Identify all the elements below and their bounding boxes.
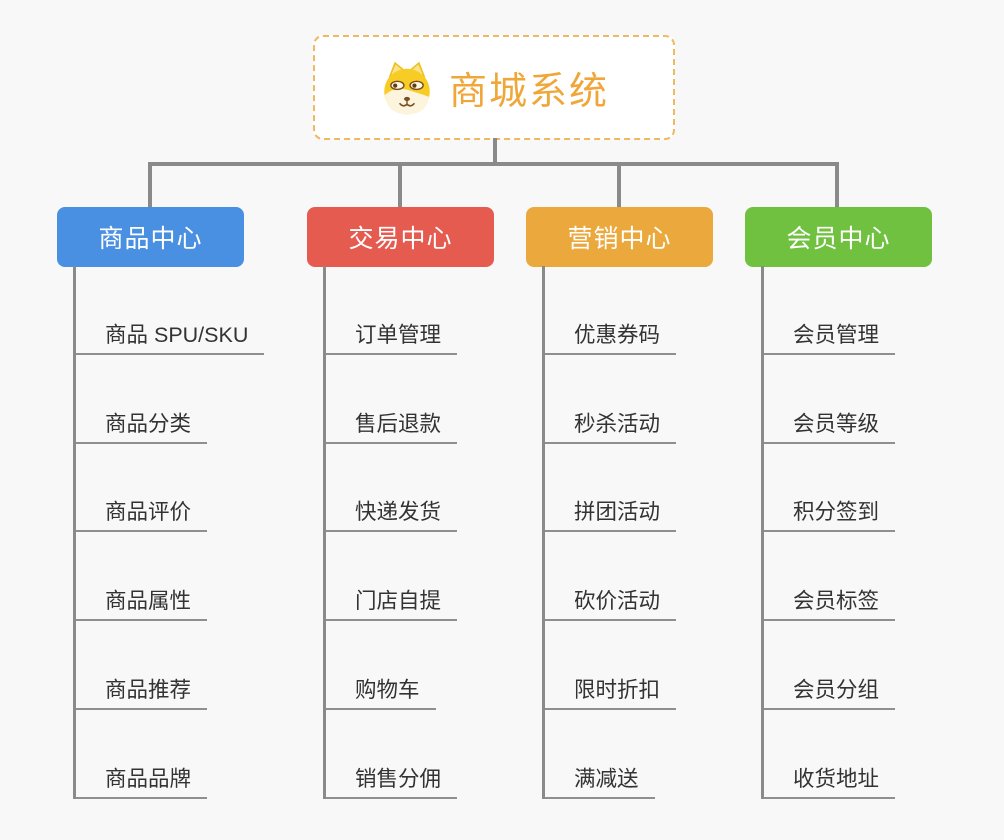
branch-item[interactable]: 会员等级: [764, 355, 896, 444]
branch-item[interactable]: 售后退款: [326, 355, 458, 444]
branch-item[interactable]: 商品推荐: [76, 621, 208, 710]
branch-item[interactable]: 销售分佣: [326, 710, 458, 799]
branch-item[interactable]: 商品品牌: [76, 710, 208, 799]
branch-item[interactable]: 积分签到: [764, 444, 896, 533]
connector-drop-trade: [398, 162, 402, 208]
branch-item[interactable]: 满减送: [545, 710, 655, 799]
branch-item[interactable]: 会员分组: [764, 621, 896, 710]
connector-drop-member: [835, 162, 839, 208]
branch-item[interactable]: 商品评价: [76, 444, 208, 533]
branch-item[interactable]: 门店自提: [326, 532, 458, 622]
branch-item[interactable]: 限时折扣: [545, 621, 677, 710]
branch-item[interactable]: 拼团活动: [545, 444, 677, 533]
branch-items-trade: 订单管理 售后退款 快递发货 门店自提 购物车 销售分佣: [323, 266, 458, 799]
branch-items-product: 商品 SPU/SKU 商品分类 商品评价 商品属性 商品推荐 商品品牌: [73, 266, 265, 799]
branch-item[interactable]: 商品分类: [76, 355, 208, 444]
node-trade-center[interactable]: 交易中心: [307, 207, 494, 267]
node-marketing-center[interactable]: 营销中心: [526, 207, 713, 267]
root-title: 商城系统: [448, 71, 609, 113]
branch-item[interactable]: 购物车: [326, 621, 436, 710]
branch-item[interactable]: 收货地址: [764, 710, 896, 799]
branch-item[interactable]: 砍价活动: [545, 532, 677, 622]
connector-bus: [148, 162, 839, 166]
branch-item[interactable]: 会员标签: [764, 532, 896, 622]
branch-item[interactable]: 优惠券码: [545, 266, 677, 355]
branch-item[interactable]: 商品属性: [76, 532, 208, 622]
doge-icon: [384, 61, 430, 114]
branch-item[interactable]: 订单管理: [326, 266, 458, 355]
root-node-mall-system[interactable]: 商城系统: [313, 35, 675, 140]
branch-items-marketing: 优惠券码 秒杀活动 拼团活动 砍价活动 限时折扣 满减送: [542, 266, 677, 799]
node-member-center[interactable]: 会员中心: [745, 207, 932, 267]
branch-item[interactable]: 会员管理: [764, 266, 896, 355]
connector-drop-product: [148, 162, 152, 208]
branch-item[interactable]: 秒杀活动: [545, 355, 677, 444]
connector-drop-marketing: [617, 162, 621, 208]
connector-root-trunk: [493, 138, 497, 165]
node-product-center[interactable]: 商品中心: [57, 207, 244, 267]
branch-item[interactable]: 快递发货: [326, 444, 458, 533]
branch-item[interactable]: 商品 SPU/SKU: [76, 266, 265, 355]
branch-items-member: 会员管理 会员等级 积分签到 会员标签 会员分组 收货地址: [761, 266, 896, 799]
